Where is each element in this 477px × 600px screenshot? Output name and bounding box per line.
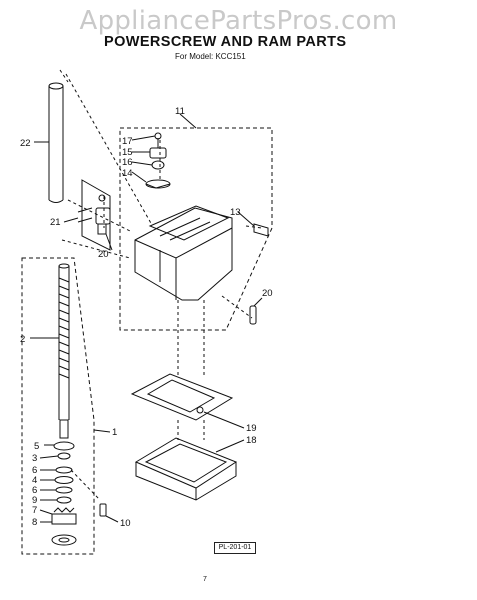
watermark: AppliancePartsPros.com	[79, 6, 398, 36]
callout-16: 17	[122, 136, 133, 147]
callout-15: 16	[122, 157, 133, 168]
callout-19: 20	[262, 288, 273, 299]
part-11-housing	[134, 205, 233, 301]
callout-2: 2	[20, 334, 25, 345]
callout-20: 20	[98, 249, 109, 260]
callout-1: 1	[112, 427, 117, 438]
part-2-powerscrew	[58, 263, 70, 439]
callout-6b: 6	[32, 485, 37, 496]
callout-22: 22	[20, 138, 31, 149]
callout-21: 21	[50, 217, 61, 228]
page-number: 7	[203, 576, 207, 583]
callout-18: 19	[246, 423, 257, 434]
callout-7: 7	[32, 505, 37, 516]
callout-9: 9	[32, 495, 37, 506]
callout-12: 13	[230, 207, 241, 218]
page-title: POWERSCREW AND RAM PARTS	[104, 34, 347, 50]
callout-13: 14	[122, 168, 133, 179]
callout-11: 11	[175, 106, 185, 117]
callout-17: 18	[246, 435, 257, 446]
drawing-code: PL-201-01	[214, 542, 256, 554]
callout-8: 8	[32, 517, 37, 528]
callout-3: 3	[32, 453, 37, 464]
part-22-tube	[48, 82, 64, 203]
callout-10: 10	[120, 518, 131, 529]
model-subtitle: For Model: KCC151	[175, 52, 246, 61]
callout-4: 4	[32, 475, 37, 486]
callout-5: 5	[34, 441, 39, 452]
callout-6a: 6	[32, 465, 37, 476]
callout-14: 15	[122, 147, 133, 158]
